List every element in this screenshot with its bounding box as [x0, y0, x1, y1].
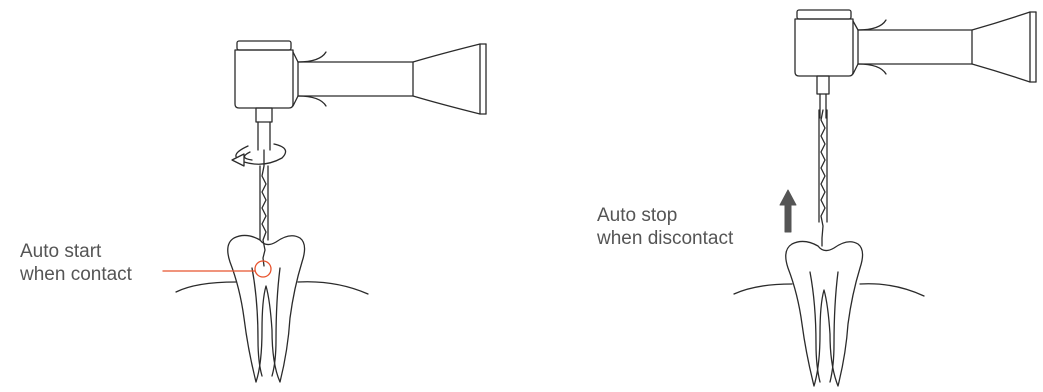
handpiece-right	[794, 9, 1037, 119]
caption-auto-start-line2: when contact	[20, 264, 132, 285]
handpiece-left	[234, 40, 487, 151]
rotation-arrow-icon	[231, 143, 287, 167]
left-panel	[162, 40, 487, 383]
tooth-right	[733, 240, 925, 387]
caption-auto-start-line1: Auto start	[20, 241, 102, 262]
file-instrument-right	[818, 109, 828, 247]
caption-auto-stop-line2: when discontact	[597, 228, 734, 249]
caption-auto-stop-line1: Auto stop	[597, 205, 678, 226]
contact-point-circle	[254, 260, 272, 278]
tooth-left	[175, 234, 369, 383]
contact-callout-left	[162, 260, 272, 278]
right-panel	[733, 9, 1037, 387]
up-arrow-icon	[779, 189, 797, 233]
file-instrument-left	[259, 149, 269, 267]
